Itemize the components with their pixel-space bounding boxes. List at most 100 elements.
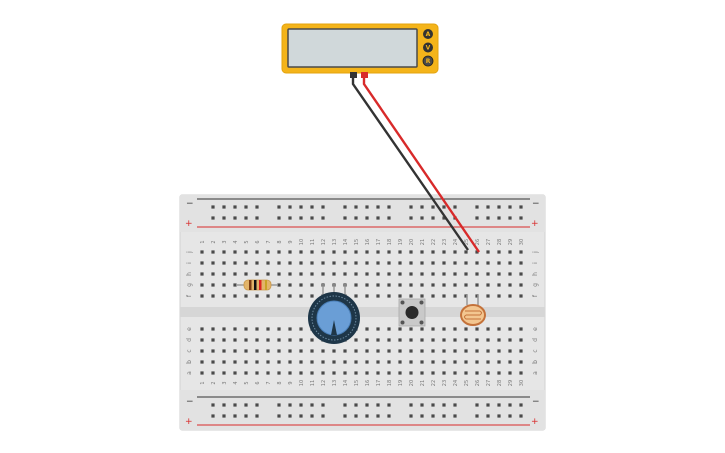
terminal-hole[interactable] <box>277 349 281 353</box>
terminal-hole[interactable] <box>475 349 479 353</box>
rail-hole[interactable] <box>453 414 457 418</box>
rail-hole[interactable] <box>497 403 501 407</box>
rail-hole[interactable] <box>420 216 424 220</box>
terminal-hole[interactable] <box>519 250 523 254</box>
terminal-hole[interactable] <box>200 261 204 265</box>
terminal-hole[interactable] <box>365 283 369 287</box>
terminal-hole[interactable] <box>409 250 413 254</box>
terminal-hole[interactable] <box>255 349 259 353</box>
terminal-hole[interactable] <box>376 371 380 375</box>
terminal-hole[interactable] <box>464 272 468 276</box>
rail-hole[interactable] <box>365 414 369 418</box>
mode-button-r[interactable]: R <box>422 55 434 67</box>
rail-hole[interactable] <box>376 414 380 418</box>
terminal-hole[interactable] <box>453 294 457 298</box>
terminal-hole[interactable] <box>288 294 292 298</box>
rail-hole[interactable] <box>255 403 259 407</box>
red-probe-wire[interactable] <box>362 76 480 253</box>
terminal-hole[interactable] <box>244 272 248 276</box>
rail-hole[interactable] <box>387 205 391 209</box>
terminal-hole[interactable] <box>387 338 391 342</box>
terminal-hole[interactable] <box>431 327 435 331</box>
terminal-hole[interactable] <box>409 327 413 331</box>
terminal-hole[interactable] <box>497 338 501 342</box>
terminal-hole[interactable] <box>310 360 314 364</box>
terminal-hole[interactable] <box>288 327 292 331</box>
terminal-hole[interactable] <box>343 272 347 276</box>
terminal-hole[interactable] <box>453 349 457 353</box>
terminal-hole[interactable] <box>398 360 402 364</box>
terminal-hole[interactable] <box>288 338 292 342</box>
terminal-hole[interactable] <box>200 250 204 254</box>
terminal-hole[interactable] <box>299 349 303 353</box>
terminal-hole[interactable] <box>387 371 391 375</box>
terminal-hole[interactable] <box>277 283 281 287</box>
terminal-hole[interactable] <box>266 371 270 375</box>
rail-hole[interactable] <box>288 205 292 209</box>
rail-hole[interactable] <box>299 403 303 407</box>
rail-hole[interactable] <box>475 216 479 220</box>
terminal-hole[interactable] <box>321 371 325 375</box>
rail-hole[interactable] <box>288 414 292 418</box>
terminal-hole[interactable] <box>321 261 325 265</box>
terminal-hole[interactable] <box>211 294 215 298</box>
terminal-hole[interactable] <box>486 272 490 276</box>
rail-hole[interactable] <box>211 216 215 220</box>
rail-hole[interactable] <box>321 216 325 220</box>
terminal-hole[interactable] <box>497 250 501 254</box>
rail-hole[interactable] <box>519 403 523 407</box>
rail-hole[interactable] <box>365 403 369 407</box>
terminal-hole[interactable] <box>277 338 281 342</box>
terminal-hole[interactable] <box>387 349 391 353</box>
terminal-hole[interactable] <box>343 360 347 364</box>
terminal-hole[interactable] <box>497 272 501 276</box>
terminal-hole[interactable] <box>420 250 424 254</box>
terminal-hole[interactable] <box>486 250 490 254</box>
terminal-hole[interactable] <box>486 371 490 375</box>
rail-hole[interactable] <box>442 403 446 407</box>
rail-hole[interactable] <box>277 216 281 220</box>
terminal-hole[interactable] <box>255 261 259 265</box>
terminal-hole[interactable] <box>288 250 292 254</box>
terminal-hole[interactable] <box>222 327 226 331</box>
terminal-hole[interactable] <box>277 294 281 298</box>
terminal-hole[interactable] <box>200 371 204 375</box>
terminal-hole[interactable] <box>387 261 391 265</box>
terminal-hole[interactable] <box>409 272 413 276</box>
terminal-hole[interactable] <box>255 371 259 375</box>
rail-hole[interactable] <box>387 403 391 407</box>
terminal-hole[interactable] <box>464 360 468 364</box>
rail-hole[interactable] <box>453 205 457 209</box>
terminal-hole[interactable] <box>233 250 237 254</box>
rail-hole[interactable] <box>211 414 215 418</box>
terminal-hole[interactable] <box>497 283 501 287</box>
rail-hole[interactable] <box>387 216 391 220</box>
terminal-hole[interactable] <box>277 272 281 276</box>
rail-hole[interactable] <box>508 414 512 418</box>
mode-button-v[interactable]: V <box>423 42 433 53</box>
terminal-hole[interactable] <box>299 338 303 342</box>
terminal-hole[interactable] <box>497 327 501 331</box>
terminal-hole[interactable] <box>387 327 391 331</box>
rail-hole[interactable] <box>508 216 512 220</box>
rail-hole[interactable] <box>376 403 380 407</box>
terminal-hole[interactable] <box>354 294 358 298</box>
rail-hole[interactable] <box>310 216 314 220</box>
rail-hole[interactable] <box>420 205 424 209</box>
terminal-hole[interactable] <box>255 360 259 364</box>
terminal-hole[interactable] <box>398 283 402 287</box>
terminal-hole[interactable] <box>354 349 358 353</box>
terminal-hole[interactable] <box>255 327 259 331</box>
terminal-hole[interactable] <box>222 371 226 375</box>
terminal-hole[interactable] <box>431 360 435 364</box>
terminal-hole[interactable] <box>409 294 413 298</box>
terminal-hole[interactable] <box>376 338 380 342</box>
rail-hole[interactable] <box>222 414 226 418</box>
pushbutton-cap[interactable] <box>405 306 419 319</box>
rail-hole[interactable] <box>310 414 314 418</box>
terminal-hole[interactable] <box>233 338 237 342</box>
rail-hole[interactable] <box>409 414 413 418</box>
terminal-hole[interactable] <box>519 283 523 287</box>
terminal-hole[interactable] <box>277 360 281 364</box>
resistor[interactable] <box>236 279 278 291</box>
